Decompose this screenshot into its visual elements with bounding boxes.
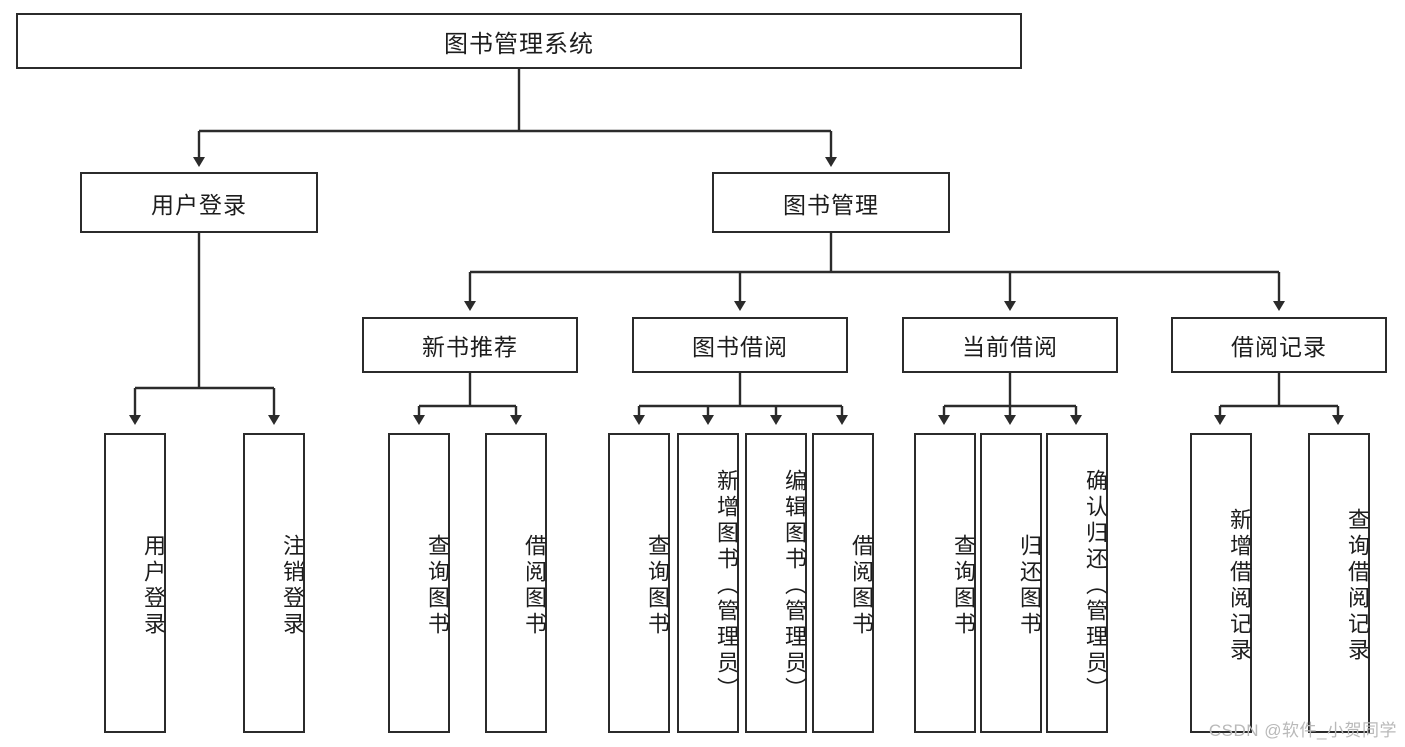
node-leaf-edit-book[interactable]: 编辑图书（管理员）: [745, 433, 807, 733]
node-current-borrow-label: 当前借阅: [962, 334, 1058, 360]
node-leaf-return-book-label: 归还图书: [1017, 534, 1042, 638]
node-new-book-recommend-label: 新书推荐: [422, 334, 518, 360]
node-leaf-user-logout-label: 注销登录: [280, 534, 305, 638]
node-borrow-record[interactable]: 借阅记录: [1171, 317, 1387, 373]
node-leaf-query-book-1-label: 查询图书: [425, 534, 450, 638]
node-leaf-borrow-book-1-label: 借阅图书: [522, 534, 547, 638]
node-user-login-label: 用户登录: [151, 191, 247, 218]
node-book-borrow-label: 图书借阅: [692, 334, 788, 360]
node-leaf-confirm-return-label: 确认归还（管理员）: [1083, 469, 1108, 703]
node-leaf-confirm-return[interactable]: 确认归还（管理员）: [1046, 433, 1108, 733]
node-leaf-query-book-3[interactable]: 查询图书: [914, 433, 976, 733]
node-leaf-query-book-2[interactable]: 查询图书: [608, 433, 670, 733]
node-leaf-borrow-book-2-label: 借阅图书: [849, 534, 874, 638]
watermark: CSDN @软件_小贺同学: [1208, 721, 1397, 740]
node-leaf-query-record-label: 查询借阅记录: [1345, 508, 1370, 664]
node-book-manage[interactable]: 图书管理: [712, 172, 950, 233]
node-leaf-user-logout[interactable]: 注销登录: [243, 433, 305, 733]
node-current-borrow[interactable]: 当前借阅: [902, 317, 1118, 373]
node-book-borrow[interactable]: 图书借阅: [632, 317, 848, 373]
node-leaf-query-record[interactable]: 查询借阅记录: [1308, 433, 1370, 733]
node-leaf-query-book-1[interactable]: 查询图书: [388, 433, 450, 733]
node-leaf-add-record[interactable]: 新增借阅记录: [1190, 433, 1252, 733]
node-leaf-borrow-book-1[interactable]: 借阅图书: [485, 433, 547, 733]
node-leaf-return-book[interactable]: 归还图书: [980, 433, 1042, 733]
node-leaf-add-book-label: 新增图书（管理员）: [714, 469, 739, 703]
node-leaf-add-record-label: 新增借阅记录: [1227, 508, 1252, 664]
node-new-book-recommend[interactable]: 新书推荐: [362, 317, 578, 373]
node-leaf-user-login[interactable]: 用户登录: [104, 433, 166, 733]
node-leaf-edit-book-label: 编辑图书（管理员）: [782, 469, 807, 703]
node-borrow-record-label: 借阅记录: [1231, 334, 1327, 360]
node-leaf-borrow-book-2[interactable]: 借阅图书: [812, 433, 874, 733]
node-root[interactable]: 图书管理系统: [16, 13, 1022, 69]
node-leaf-query-book-3-label: 查询图书: [951, 534, 976, 638]
node-leaf-user-login-label: 用户登录: [141, 534, 166, 638]
node-leaf-query-book-2-label: 查询图书: [645, 534, 670, 638]
node-book-manage-label: 图书管理: [783, 191, 879, 218]
node-user-login[interactable]: 用户登录: [80, 172, 318, 233]
node-leaf-add-book[interactable]: 新增图书（管理员）: [677, 433, 739, 733]
node-root-label: 图书管理系统: [444, 30, 594, 58]
